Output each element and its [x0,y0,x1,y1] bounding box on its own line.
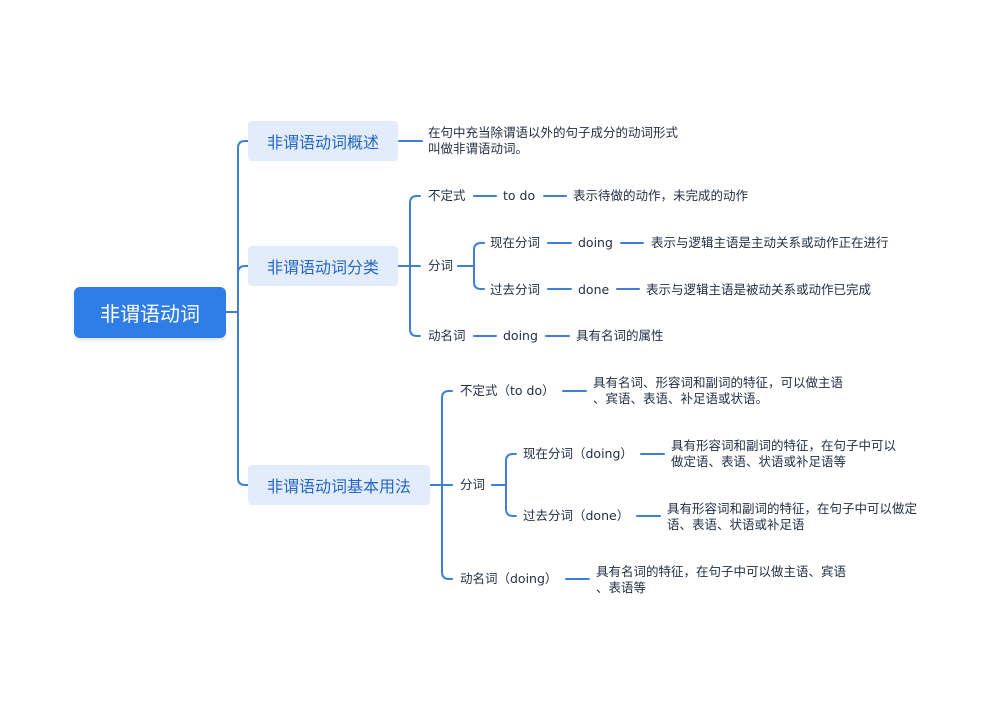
usage-infinitive-desc[interactable]: 具有名词、形容词和副词的特征，可以做主语 、宾语、表语、补足语或状语。 [593,375,843,407]
usage-present-participle-label[interactable]: 现在分词（doing） [523,446,633,461]
branch-usage[interactable]: 非谓语动词基本用法 [248,465,430,505]
usage-gerund-label[interactable]: 动名词（doing） [460,571,558,586]
usage-present-participle-desc-line-1: 具有形容词和副词的特征，在句子中可以 [671,438,897,453]
class-gerund-form[interactable]: doing [503,328,538,343]
root-link-branch-2 [237,311,249,486]
class-present-participle-label[interactable]: 现在分词 [490,235,541,250]
root-node[interactable]: 非谓语动词 [74,287,226,338]
usage-participle-label[interactable]: 分词 [460,477,486,492]
usage-past-participle-desc-line-1: 具有形容词和副词的特征，在句子中可以做定 [667,501,918,516]
class-infinitive-label[interactable]: 不定式 [428,188,466,203]
usage-present-participle-desc-line-2: 做定语、表语、状语或补足语等 [671,454,847,469]
usage-gerund-desc[interactable]: 具有名词的特征，在句子中可以做主语、宾语 、表语等 [596,564,846,596]
usage-past-participle-label[interactable]: 过去分词（done） [523,508,630,523]
definition-text-line-2: 叫做非谓语动词。 [428,141,529,156]
usage-present-participle-desc[interactable]: 具有形容词和副词的特征，在句子中可以 做定语、表语、状语或补足语等 [671,438,896,470]
branch-classification[interactable]: 非谓语动词分类 [248,246,398,286]
usage-link-branch-0 [441,390,453,486]
usage-link-branch-2 [441,484,453,580]
usage-past-participle-desc-line-2: 语、表语、状语或补足语 [667,517,805,532]
class-infinitive-desc[interactable]: 表示待做的动作，未完成的动作 [573,188,749,203]
root-link-branch-0 [237,140,249,313]
class-participle-label[interactable]: 分词 [428,258,454,273]
class-past-participle-desc[interactable]: 表示与逻辑主语是被动关系或动作已完成 [646,282,872,297]
class-participle-link-branch-1 [473,265,485,290]
classification-link-branch-2 [409,265,421,337]
class-present-participle-form[interactable]: doing [578,235,613,250]
usage-participle-link-branch-0 [505,453,517,486]
usage-gerund-desc-line-2: 、表语等 [596,580,647,595]
usage-infinitive-label[interactable]: 不定式（to do） [460,383,555,398]
definition-text: 在句中充当除谓语以外的句子成分的动词形式 叫做非谓语动词。 [428,125,678,157]
definition-text-line-1: 在句中充当除谓语以外的句子成分的动词形式 [428,125,679,140]
usage-past-participle-desc[interactable]: 具有形容词和副词的特征，在句子中可以做定 语、表语、状语或补足语 [667,501,917,533]
class-past-participle-form[interactable]: done [578,282,610,297]
usage-infinitive-desc-line-2: 、宾语、表语、补足语或状语。 [593,391,769,406]
usage-participle-link-branch-1 [505,484,517,517]
class-past-participle-label[interactable]: 过去分词 [490,282,541,297]
class-present-participle-desc[interactable]: 表示与逻辑主语是主动关系或动作正在进行 [651,235,889,250]
classification-link-branch-0 [409,195,421,267]
branch-definition[interactable]: 非谓语动词概述 [248,121,398,161]
class-gerund-label[interactable]: 动名词 [428,328,466,343]
class-participle-link-branch-0 [473,242,485,267]
class-infinitive-form[interactable]: to do [503,188,536,203]
usage-gerund-desc-line-1: 具有名词的特征，在句子中可以做主语、宾语 [596,564,847,579]
class-gerund-desc[interactable]: 具有名词的属性 [576,328,664,343]
root-link-branch-1 [237,265,249,313]
usage-infinitive-desc-line-1: 具有名词、形容词和副词的特征，可以做主语 [593,375,844,390]
